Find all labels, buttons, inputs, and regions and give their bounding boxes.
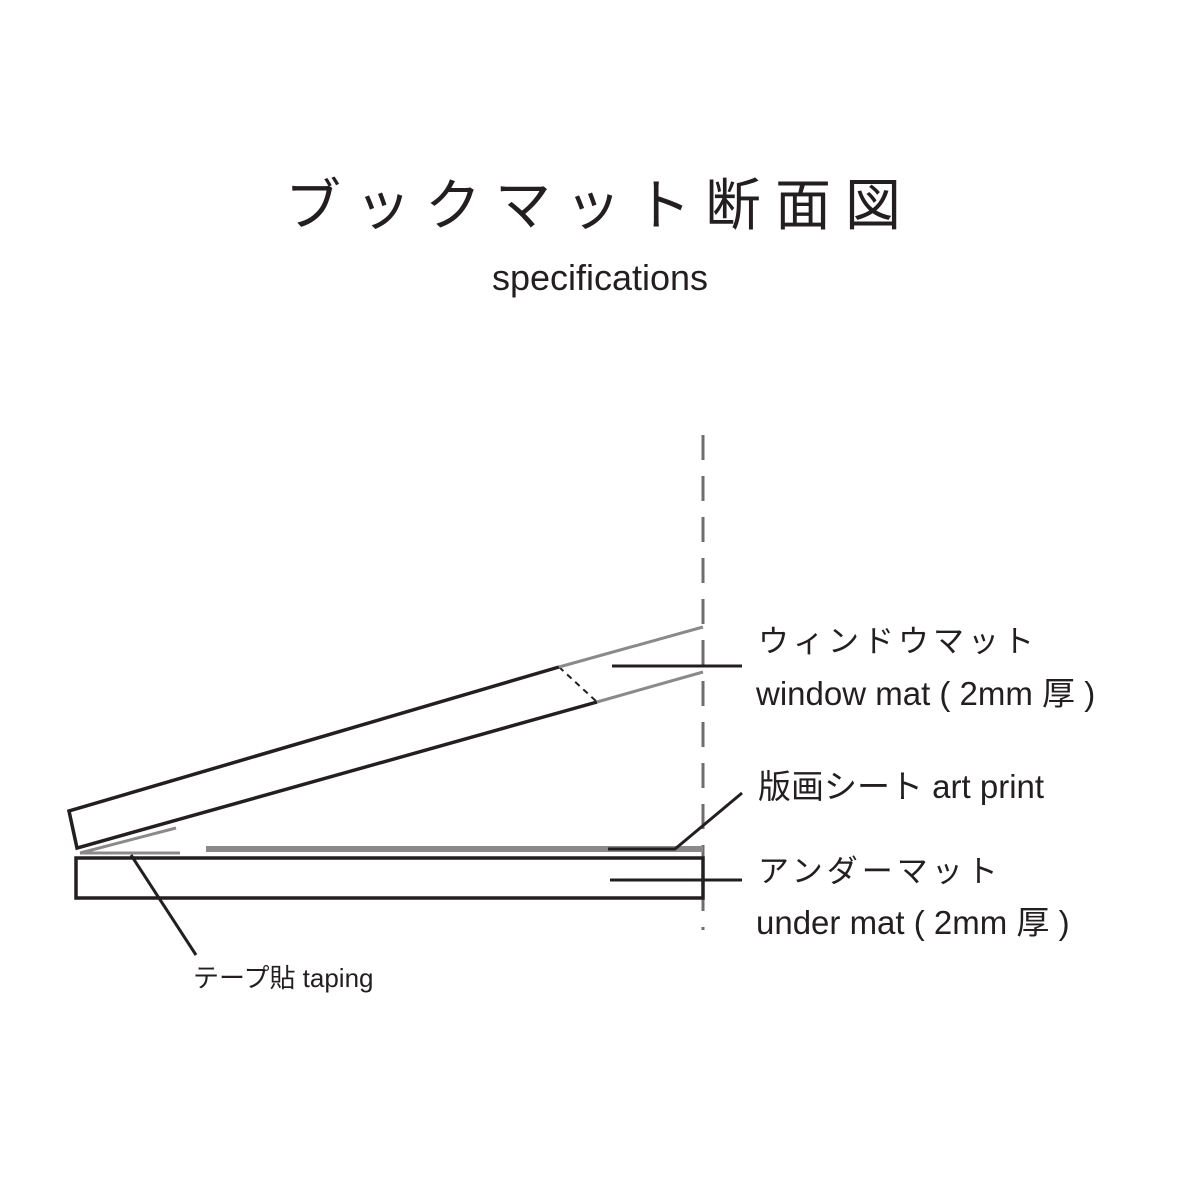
taping-leader — [129, 854, 198, 956]
art-print-sheet — [206, 846, 703, 852]
art-print-leader — [608, 791, 743, 851]
under-mat-label-jp: アンダーマット — [758, 854, 1002, 890]
window-mat-label-en: window mat ( 2mm 厚 ) — [756, 675, 1096, 712]
diagram-title: ブックマット断面図 — [285, 174, 915, 239]
under-mat-label-en: under mat ( 2mm 厚 ) — [756, 904, 1070, 941]
tape — [79, 826, 180, 855]
window-mat-label-jp: ウィンドウマット — [758, 624, 1038, 660]
taping-label: テープ貼 taping — [193, 963, 374, 993]
window-mat — [66, 625, 704, 851]
under-mat — [74, 856, 705, 900]
art-print-label: 版画シート art print — [758, 768, 1045, 805]
diagram-subtitle: specifications — [491, 257, 709, 298]
